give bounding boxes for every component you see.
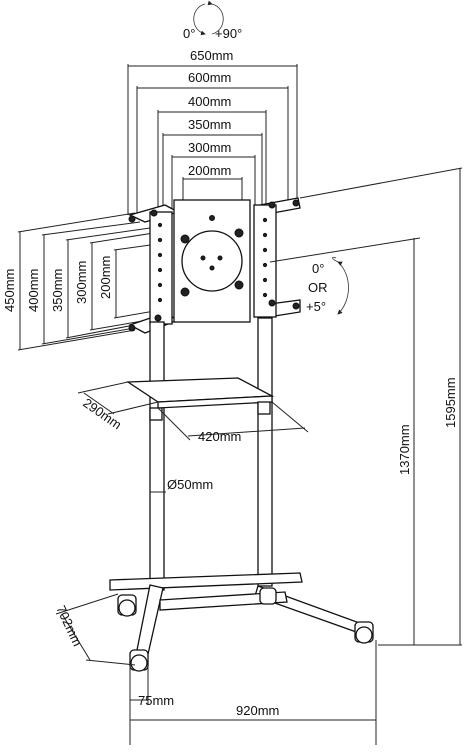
dim-1370mm: 1370mm bbox=[397, 424, 412, 475]
rotation-90-label: +90° bbox=[215, 26, 242, 41]
wheel-front-right bbox=[259, 587, 277, 605]
tilt-0-label: 0° bbox=[312, 261, 324, 276]
dim-300mm: 300mm bbox=[188, 140, 231, 155]
tilt-5-label: +5° bbox=[306, 299, 326, 314]
dim-290mm: 290mm bbox=[80, 395, 124, 432]
stand-base: 702mm 75mm 920mm bbox=[53, 572, 377, 745]
rotation-indicator: 0° +90° bbox=[183, 0, 242, 41]
wheel-rear-left bbox=[129, 649, 149, 672]
height-dimensions: 1595mm 1370mm bbox=[269, 167, 463, 646]
rotation-0-label: 0° bbox=[183, 26, 195, 41]
dim-420mm: 420mm bbox=[198, 429, 241, 444]
dim-200mm-vertical: 200mm bbox=[98, 256, 113, 299]
horizontal-vesa-dimensions: 650mm 600mm 400mm 350mm 300mm 200mm bbox=[127, 48, 298, 215]
wheel-front-left bbox=[117, 594, 137, 617]
dim-350mm: 350mm bbox=[188, 117, 231, 132]
dim-920mm: 920mm bbox=[236, 703, 279, 718]
stand-body: 290mm 420mm Ø50mm bbox=[77, 317, 309, 591]
tilt-or-label: OR bbox=[308, 280, 328, 295]
dim-450mm: 450mm bbox=[2, 269, 17, 312]
dim-200mm: 200mm bbox=[188, 163, 231, 178]
dim-75mm: 75mm bbox=[138, 693, 174, 708]
dim-400mm: 400mm bbox=[188, 94, 231, 109]
dim-702mm: 702mm bbox=[53, 603, 85, 649]
dim-650mm: 650mm bbox=[190, 48, 233, 63]
wheel-rear-right bbox=[354, 621, 374, 644]
dim-pole-diameter: Ø50mm bbox=[167, 477, 213, 492]
tilt-indicator: 0° OR +5° bbox=[306, 256, 349, 315]
dim-1595mm: 1595mm bbox=[443, 377, 458, 428]
vesa-mounting-plate bbox=[128, 197, 301, 334]
vertical-vesa-dimensions: 450mm 400mm 350mm 300mm 200mm bbox=[2, 212, 173, 351]
dim-300mm-vertical: 300mm bbox=[74, 261, 89, 304]
dim-350mm-vertical: 350mm bbox=[50, 269, 65, 312]
dim-400mm-vertical: 400mm bbox=[26, 269, 41, 312]
dim-600mm: 600mm bbox=[188, 70, 231, 85]
